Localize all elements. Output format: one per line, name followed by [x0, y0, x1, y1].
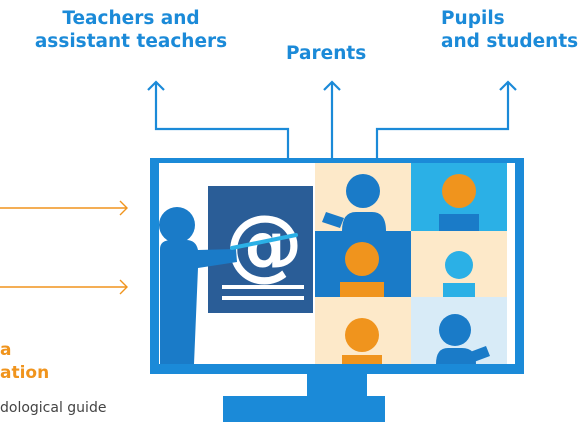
participant-6-arm	[470, 346, 490, 362]
label-pupils-line1: Pupils	[441, 8, 505, 29]
label-teachers-line2: assistant teachers	[34, 31, 228, 52]
arrow-teachers-icon	[147, 80, 165, 91]
participant-1-arm	[322, 212, 344, 228]
at-sign-icon: @	[225, 200, 303, 290]
left-heading-fragment-1: a	[0, 340, 12, 360]
left-arrows	[0, 200, 128, 295]
participant-6-body	[436, 348, 476, 364]
connector-teachers	[154, 82, 290, 158]
orange-arrow-2-head-icon	[119, 279, 128, 295]
connector-lines	[147, 80, 517, 158]
connector-pupils	[375, 82, 510, 158]
participant-5-body	[342, 355, 382, 364]
participant-3-head	[345, 242, 379, 276]
participant-3-body	[340, 282, 384, 297]
participant-4-body	[443, 283, 475, 297]
label-pupils: Pupils and students	[441, 7, 578, 53]
participant-4-head	[445, 251, 473, 279]
left-heading-fragment-2: ation	[0, 363, 50, 383]
presenter-body	[160, 240, 237, 364]
label-pupils-line2: and students	[441, 31, 579, 52]
label-parents: Parents	[286, 42, 386, 65]
arrow-parents-icon	[323, 80, 341, 91]
presenter-head	[159, 207, 195, 243]
participant-1-body	[342, 212, 386, 231]
participant-6-head	[439, 314, 471, 346]
label-teachers: Teachers and assistant teachers	[33, 7, 229, 53]
label-teachers-line1: Teachers and	[62, 8, 200, 29]
board-line-2	[222, 296, 304, 300]
video-tiles	[315, 163, 507, 364]
monitor-neck	[307, 374, 367, 396]
monitor-base	[223, 396, 385, 422]
participant-2-head	[442, 174, 476, 208]
left-guide-fragment: dological guide	[0, 400, 107, 416]
orange-arrow-1-head-icon	[119, 200, 128, 216]
participant-1-head	[346, 174, 380, 208]
participant-5-head	[345, 318, 379, 352]
presenter-icon	[159, 207, 298, 364]
label-parents-text: Parents	[286, 43, 367, 64]
board-line-1	[222, 285, 304, 289]
pointer-stick	[230, 233, 298, 250]
arrow-pupils-icon	[499, 80, 517, 91]
participant-2-body	[439, 214, 479, 231]
